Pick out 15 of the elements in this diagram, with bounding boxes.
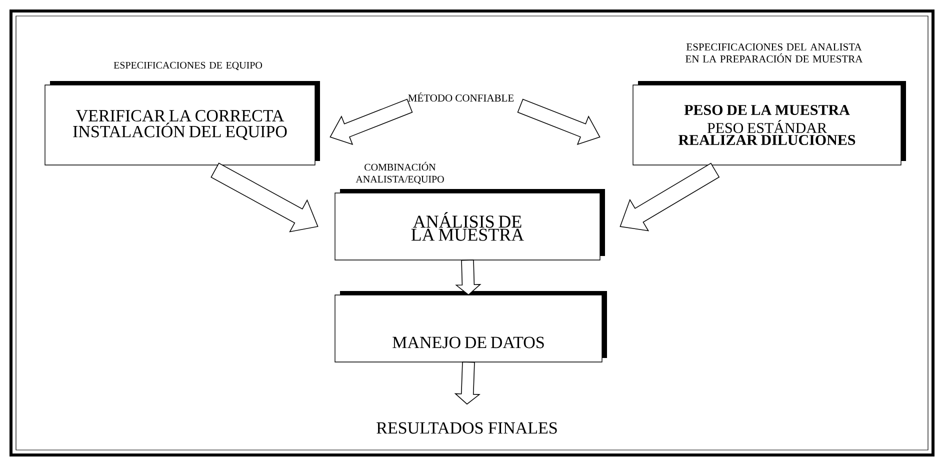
- block-arrow: [330, 98, 413, 146]
- process-box: PESO DE LA MUESTRA PESO ESTÁNDAR REALIZAR DILUCIONES: [632, 81, 906, 166]
- block-arrow: [210, 162, 318, 232]
- process-box: MANEJO DE DATOS: [334, 291, 607, 362]
- box-heading: ESPECIFICACIONES DEL ANALISTA EN LA PREPARACIÓN DE MUESTRA: [686, 43, 863, 63]
- process-box: VERIFICAR LA CORRECTA INSTALACIÓN DEL EQUIPO: [44, 81, 320, 166]
- block-arrow: [454, 362, 480, 405]
- box-heading: ESPECIFICACIONES DE EQUIPO: [114, 62, 262, 70]
- text-label: MÉTODO CONFIABLE: [408, 92, 514, 102]
- block-arrow: [517, 98, 600, 146]
- process-box: ANÁLISIS DE LA MUESTRA: [334, 189, 605, 260]
- box-heading: COMBINACIÓN ANALISTA/EQUIPO: [356, 162, 444, 184]
- block-arrow: [455, 260, 482, 296]
- text-label: RESULTADOS FINALES: [376, 422, 557, 434]
- block-arrow: [620, 162, 720, 232]
